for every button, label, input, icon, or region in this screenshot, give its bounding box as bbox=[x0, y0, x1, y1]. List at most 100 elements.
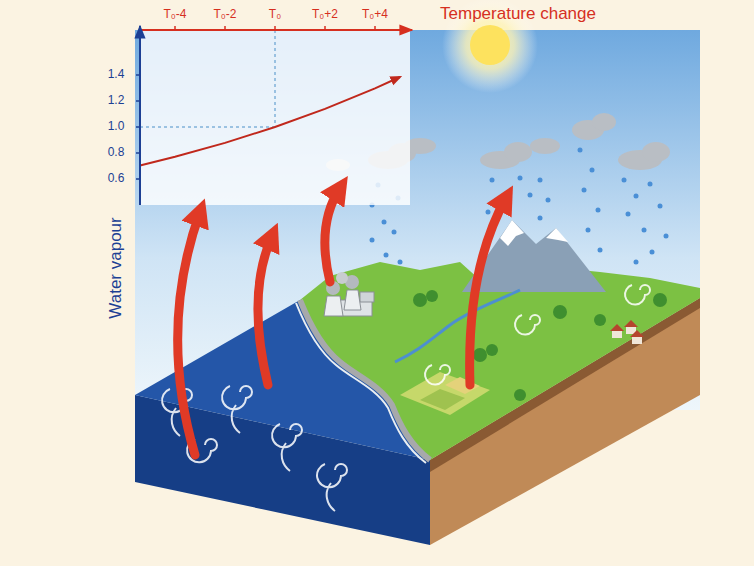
illustration-part bbox=[317, 464, 347, 511]
river bbox=[395, 290, 520, 362]
illustration-part bbox=[486, 344, 498, 356]
illustration-part bbox=[344, 290, 361, 310]
illustration-part bbox=[175, 26, 375, 30]
illustration-part bbox=[370, 238, 375, 243]
illustration-part bbox=[630, 330, 644, 337]
illustration-part bbox=[136, 100, 140, 102]
illustration-part bbox=[626, 212, 631, 217]
axis-title: Temperature change bbox=[440, 5, 596, 24]
illustration-part bbox=[360, 292, 374, 302]
illustration-part bbox=[590, 168, 595, 173]
evaporation-swirls bbox=[162, 285, 650, 511]
illustration-part bbox=[546, 228, 568, 242]
illustration-part bbox=[582, 188, 587, 193]
illustration-part bbox=[538, 178, 543, 183]
illustration-part bbox=[634, 260, 639, 265]
illustration-part bbox=[504, 142, 532, 162]
axis-tick-label: T₀-4 bbox=[164, 8, 187, 21]
illustration-part bbox=[664, 234, 669, 239]
temperature-axis bbox=[140, 29, 412, 31]
axis-tick-label: 1.4 bbox=[108, 68, 125, 81]
vapour-arrows bbox=[178, 188, 506, 455]
illustration-part bbox=[622, 178, 627, 183]
illustration-part bbox=[528, 193, 533, 198]
illustration-part bbox=[325, 188, 340, 282]
illustration-part bbox=[594, 314, 606, 326]
illustration-part bbox=[470, 198, 506, 385]
illustration-part bbox=[612, 330, 622, 338]
illustration-part bbox=[324, 296, 343, 316]
illustration-part bbox=[538, 216, 543, 221]
chart-panel bbox=[136, 26, 412, 205]
illustration-part bbox=[490, 178, 495, 183]
illustration-part bbox=[136, 74, 140, 76]
illustration-part bbox=[272, 424, 302, 471]
illustration-part bbox=[625, 285, 650, 305]
sun bbox=[470, 25, 510, 65]
illustration-part bbox=[514, 389, 526, 401]
illustration-part bbox=[530, 138, 560, 154]
illustration-part bbox=[136, 75, 140, 179]
axis-tick-label: T₀+4 bbox=[362, 8, 388, 21]
illustration-part bbox=[634, 194, 639, 199]
illustration-part bbox=[610, 324, 624, 331]
illustration-part bbox=[586, 228, 591, 233]
axis-tick-label: T₀ bbox=[269, 8, 281, 21]
illustration-part bbox=[596, 208, 601, 213]
illustration-part bbox=[174, 26, 176, 30]
cliff bbox=[300, 300, 430, 460]
illustration-part bbox=[500, 220, 524, 246]
illustration-part bbox=[653, 293, 667, 307]
illustration-part bbox=[420, 389, 465, 410]
illustration-part bbox=[473, 348, 487, 362]
illustration-part bbox=[642, 142, 670, 162]
surf bbox=[296, 303, 426, 463]
axis-tick-label: T₀+2 bbox=[312, 8, 338, 21]
illustration-part bbox=[578, 148, 583, 153]
illustration-part bbox=[413, 293, 427, 307]
illustration-part bbox=[382, 220, 387, 225]
illustration-part bbox=[136, 126, 140, 128]
illustration-part bbox=[553, 305, 567, 319]
illustration-part bbox=[486, 210, 491, 215]
axis-tick-label: 1.2 bbox=[108, 94, 125, 107]
illustration-part bbox=[445, 377, 480, 394]
houses bbox=[610, 320, 644, 344]
trees bbox=[413, 290, 667, 401]
vapour-curve bbox=[140, 77, 400, 166]
illustration-part bbox=[658, 204, 663, 209]
illustration-part bbox=[374, 26, 376, 30]
axis-title: Water vapour bbox=[107, 217, 126, 318]
illustration-part bbox=[384, 253, 389, 258]
vapour-axis bbox=[139, 26, 141, 205]
illustration-part bbox=[592, 113, 616, 131]
axis-tick-label: 0.6 bbox=[108, 172, 125, 185]
illustration-part bbox=[136, 152, 140, 154]
illustration-part bbox=[598, 248, 603, 253]
illustration-part bbox=[392, 230, 397, 235]
illustration-part bbox=[624, 320, 638, 327]
illustration-part bbox=[546, 198, 551, 203]
illustration-part bbox=[632, 336, 642, 344]
illustration-part bbox=[258, 236, 272, 385]
illustration-part bbox=[336, 272, 348, 284]
illustration-part bbox=[518, 176, 523, 181]
illustration-part bbox=[275, 30, 276, 127]
illustration-part bbox=[398, 260, 403, 265]
illustration-part bbox=[178, 212, 200, 455]
illustration-part bbox=[222, 386, 252, 433]
illustration-part bbox=[136, 178, 140, 180]
illustration-part bbox=[224, 26, 226, 30]
axis-tick-label: T₀-2 bbox=[214, 8, 237, 21]
axis-tick-label: 0.8 bbox=[108, 146, 125, 159]
illustration-part bbox=[274, 26, 276, 30]
illustration-part bbox=[425, 365, 450, 385]
illustration-part bbox=[324, 26, 326, 30]
axis-tick-label: 1.0 bbox=[108, 120, 125, 133]
illustration-part bbox=[642, 228, 647, 233]
illustration-part bbox=[426, 290, 438, 302]
illustration-part bbox=[140, 127, 275, 128]
illustration-part bbox=[515, 315, 540, 335]
illustration-part bbox=[648, 182, 653, 187]
